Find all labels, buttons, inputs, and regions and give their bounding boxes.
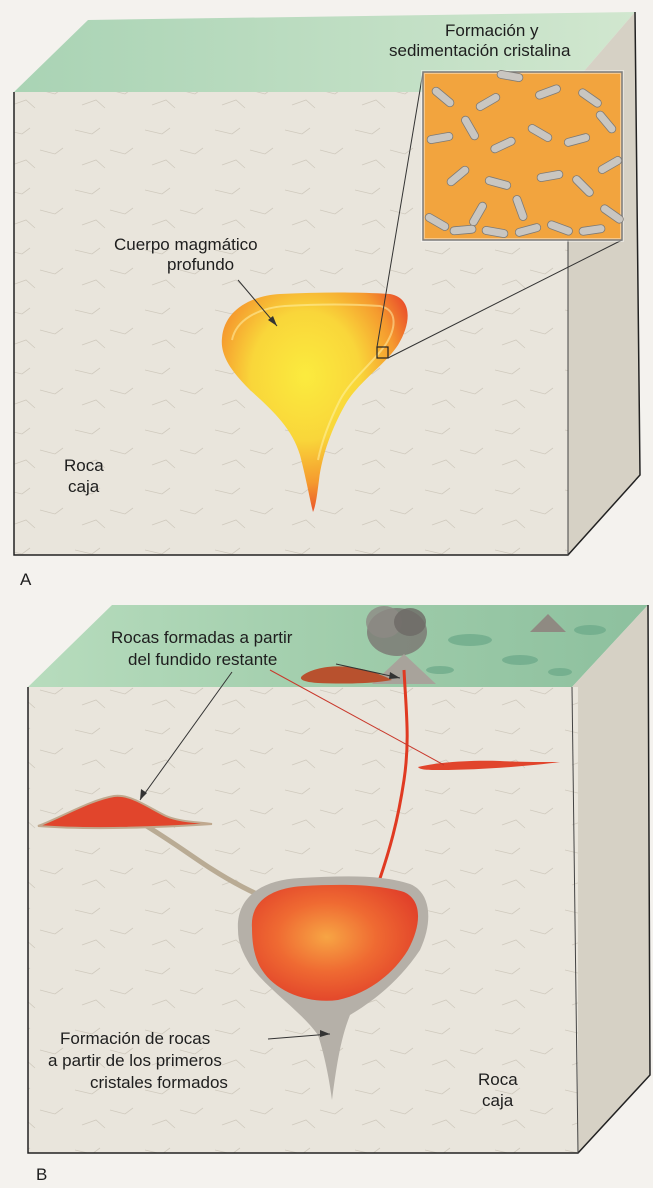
rock-side-b bbox=[572, 605, 650, 1153]
crystal-title-line2: sedimentación cristalina bbox=[389, 41, 571, 60]
residual-label-line2: del fundido restante bbox=[128, 650, 277, 669]
early-label-line3: cristales formados bbox=[90, 1073, 228, 1092]
host-rock-label-b-line1: Roca bbox=[478, 1070, 518, 1089]
crystal-title-line1: Formación y bbox=[445, 21, 539, 40]
magma-label-line1: Cuerpo magmático bbox=[114, 235, 258, 254]
panel-b: Rocas formadas a partir del fundido rest… bbox=[28, 605, 650, 1183]
host-rock-label-a-line2: caja bbox=[68, 477, 100, 496]
early-label-line2: a partir de los primeros bbox=[48, 1051, 222, 1070]
panel-letter-a: A bbox=[20, 570, 32, 589]
early-label-line1: Formación de rocas bbox=[60, 1029, 210, 1048]
residual-label-line1: Rocas formadas a partir bbox=[111, 628, 293, 647]
host-rock-label-b-line2: caja bbox=[482, 1091, 514, 1110]
panel-letter-b: B bbox=[36, 1165, 47, 1183]
panel-a: Formación y sedimentación cristalina Cue… bbox=[14, 12, 640, 589]
magma-label-line2: profundo bbox=[167, 255, 234, 274]
crystal-inset bbox=[423, 70, 625, 240]
host-rock-label-a-line1: Roca bbox=[64, 456, 104, 475]
